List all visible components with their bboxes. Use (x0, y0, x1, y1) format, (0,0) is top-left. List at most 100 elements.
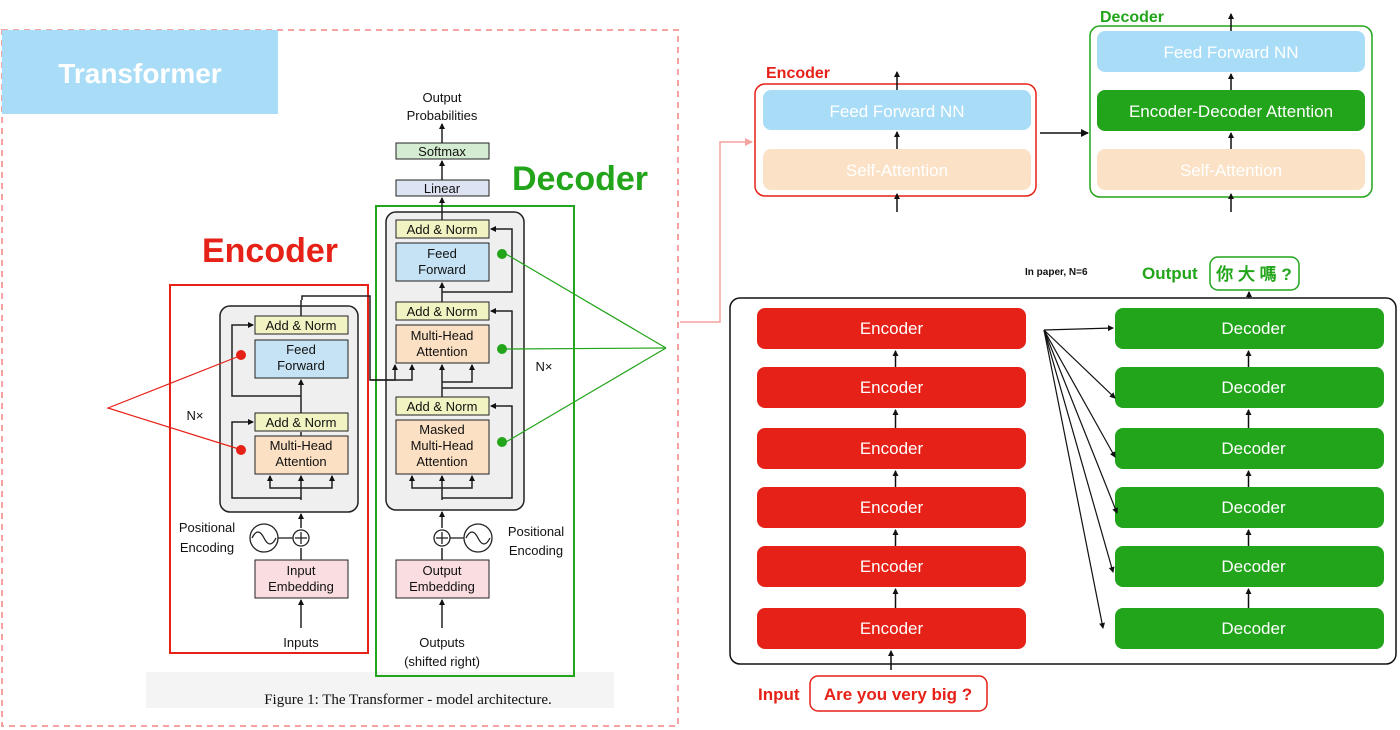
linear-text: Linear (424, 181, 461, 196)
paper-caption: Figure 1: The Transformer - model archit… (264, 692, 552, 708)
dec-multi-head-attention (395, 324, 490, 364)
encoder-to-decoder-arrow (1043, 329, 1116, 458)
paper-decoder-frame (375, 205, 575, 677)
dec-addnorm-3-text: Add & Norm (407, 399, 478, 414)
encoder-to-decoder-arrow (1043, 329, 1118, 514)
dec-mha-line2: Attention (416, 344, 467, 359)
enc-multi-head-attention (254, 435, 349, 475)
dec-block-enc-dec-attention (1097, 90, 1365, 131)
decoder-box (1115, 546, 1384, 587)
input-label: Input (758, 685, 800, 704)
encoder-box (757, 428, 1026, 469)
paper-n-note: In paper, N=6 (1025, 267, 1088, 278)
decoder-box-label: Decoder (1221, 319, 1286, 338)
dec-block-ffnn-text: Feed Forward NN (1163, 43, 1298, 62)
enc-block-ffnn (763, 90, 1031, 130)
enc-arrow-mha-in-l (267, 475, 301, 489)
enc-residual-2 (231, 322, 301, 397)
encoder-box-label: Encoder (860, 557, 924, 576)
paper-outputs-line1: Outputs (419, 635, 465, 650)
paper-encoder-label: Encoder (202, 232, 338, 270)
dec-mha-line1: Multi-Head (411, 328, 474, 343)
paper-decoder-label: Decoder (512, 160, 648, 198)
paper-outputs-line2: (shifted right) (404, 654, 480, 669)
softmax-text: Softmax (418, 144, 466, 159)
dec-ff-line1: Feed (427, 246, 457, 261)
decoder-box (1115, 428, 1384, 469)
input-text: Are you very big ? (824, 685, 972, 704)
paper-encoder-frame (169, 284, 369, 654)
dec-block-self-attention (1097, 149, 1365, 190)
dec-pointer-ff (505, 253, 667, 349)
enc-block-sa-text: Self-Attention (846, 161, 948, 180)
dec-addnorm-1-text: Add & Norm (407, 222, 478, 237)
dec-pointer-masked (505, 347, 667, 443)
enc-to-dec-arrow (301, 295, 415, 381)
dec-dot-mha (497, 344, 507, 354)
dec-residual-1 (442, 403, 513, 499)
encoder-to-decoder-arrow (1043, 329, 1105, 629)
panel-connector (680, 138, 753, 323)
dec-dot-ff (497, 249, 507, 259)
input-embedding-box (254, 559, 349, 599)
encoder-block-title: Encoder (766, 65, 830, 82)
input-embedding-line1: Input (287, 563, 316, 578)
encoder-to-decoder-arrow (1043, 325, 1114, 332)
enc-nx: N× (187, 408, 204, 423)
decoder-block-title: Decoder (1100, 9, 1164, 26)
encoder-box (757, 546, 1026, 587)
enc-block-ffnn-text: Feed Forward NN (829, 102, 964, 121)
dec-masked-line2: Multi-Head (411, 438, 474, 453)
dec-block-eda-text: Encoder-Decoder Attention (1129, 102, 1333, 121)
enc-pos-enc-line2: Encoding (180, 540, 234, 555)
encoder-to-decoder-arrow (1043, 329, 1115, 573)
encoder-box (757, 608, 1026, 649)
decoder-box-label: Decoder (1221, 557, 1286, 576)
enc-arrow-mha-in-r (301, 475, 335, 489)
enc-mha-line2: Attention (275, 454, 326, 469)
output-bubble (1209, 256, 1300, 291)
encoder-to-decoder-arrow (1043, 329, 1116, 399)
encoder-box-label: Encoder (860, 498, 924, 517)
decoder-box-label: Decoder (1221, 619, 1286, 638)
decoder-box-label: Decoder (1221, 439, 1286, 458)
encoder-box-label: Encoder (860, 378, 924, 397)
decoder-box-label: Decoder (1221, 498, 1286, 517)
left-panel-border (1, 29, 679, 727)
enc-block-self-attention (763, 149, 1031, 190)
dec-pointer-mha (505, 347, 667, 350)
output-text: 你 大 嗎 ? (1215, 264, 1292, 284)
dec-nx: N× (536, 359, 553, 374)
dec-pos-enc-line1: Positional (508, 524, 564, 539)
output-prob-line2: Probabilities (407, 108, 478, 123)
dec-pos-enc-line2: Encoding (509, 543, 563, 558)
dec-masked-line1: Masked (419, 422, 465, 437)
enc-addnorm-bottom-text: Add & Norm (266, 415, 337, 430)
decoder-box (1115, 487, 1384, 528)
input-bubble (809, 675, 988, 712)
output-embedding-box (395, 559, 490, 599)
enc-pos-enc-line1: Positional (179, 520, 235, 535)
decoder-box (1115, 367, 1384, 408)
enc-ff-line2: Forward (277, 358, 325, 373)
encoder-box-label: Encoder (860, 439, 924, 458)
output-prob-line1: Output (422, 90, 461, 105)
dec-feed-forward (395, 242, 490, 282)
decoder-box (1115, 608, 1384, 649)
encoder-box (757, 367, 1026, 408)
input-embedding-line2: Embedding (268, 579, 334, 594)
dec-addnorm-2-text: Add & Norm (407, 304, 478, 319)
encoder-box-label: Encoder (860, 619, 924, 638)
dec-dot-masked (497, 437, 507, 447)
dec-masked-mha (395, 419, 490, 475)
enc-residual-1 (231, 419, 301, 499)
encoder-box (757, 487, 1026, 528)
decoder-box-label: Decoder (1221, 378, 1286, 397)
enc-ff-line1: Feed (286, 342, 316, 357)
dec-block-ffnn (1097, 31, 1365, 72)
dec-masked-line3: Attention (416, 454, 467, 469)
dec-residual-3 (442, 226, 513, 293)
paper-encoder-layer (219, 305, 359, 513)
output-embedding-line2: Embedding (409, 579, 475, 594)
